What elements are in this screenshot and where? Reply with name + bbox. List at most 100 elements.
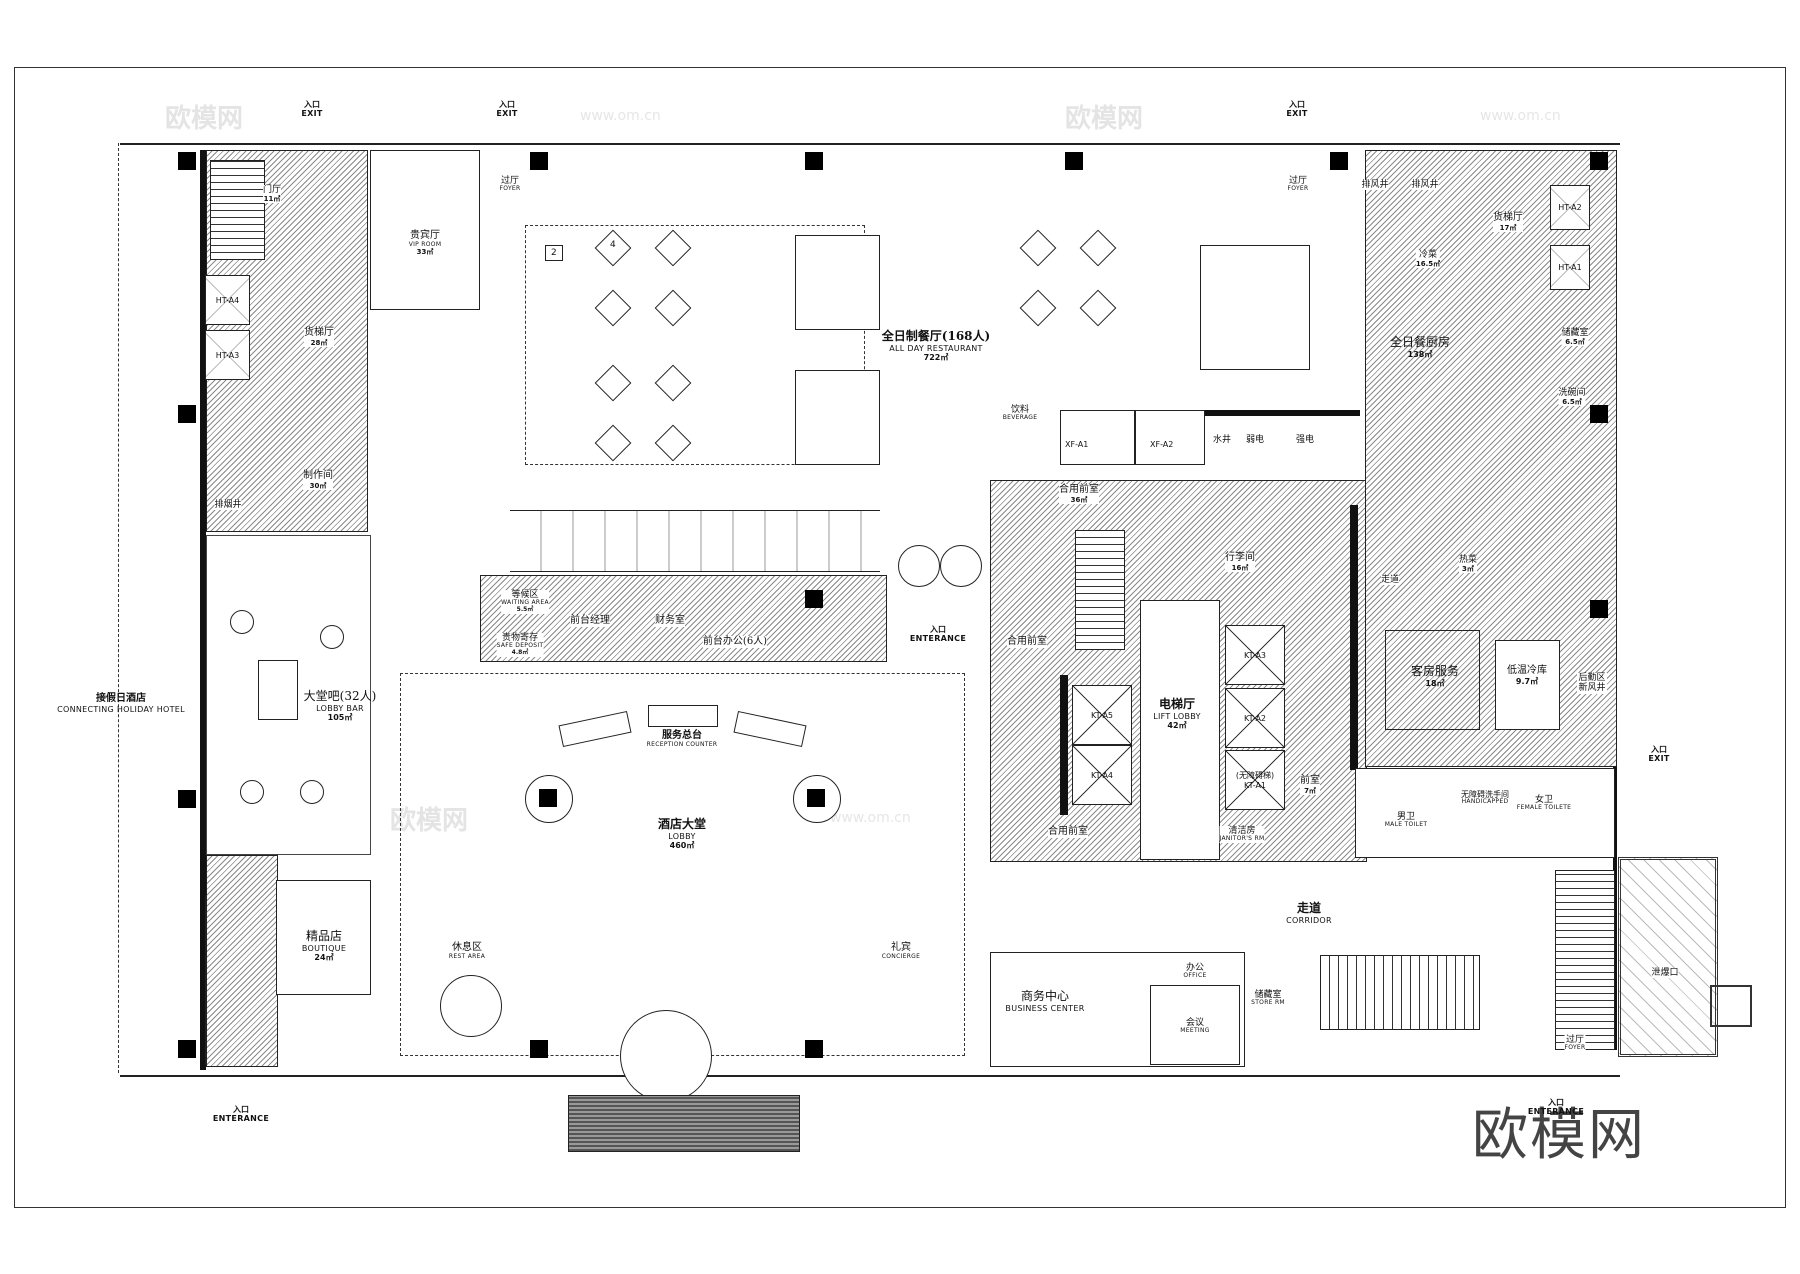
watermark-url: www.om.cn [830,810,911,826]
room-cn: 前台经理 [570,615,610,626]
room-area: 105㎡ [327,712,353,722]
room-area: 16㎡ [1231,563,1249,572]
room-cn: 休息区 [452,942,482,953]
room-cn: 合用前室 [1007,636,1047,647]
room-cn: 清洁房 [1228,826,1256,836]
room-cn: 低温冷库 [1507,665,1547,676]
column [1590,600,1608,618]
room-en: RECEPTION COUNTER [646,740,718,748]
room-cn: 走道 [1296,901,1321,915]
buffet-station [795,235,880,330]
corner-watermark-logo: 欧模网 [1472,1103,1646,1168]
room-label-logistics: 后勤区新风井 [1577,673,1607,694]
room-label-shared-front-3: 合用前室 [1048,826,1088,838]
table-seat-count: 2 [545,245,563,261]
column [805,152,823,170]
room-cn: 排风井 [1361,180,1389,190]
elevator-kt-a1: (无障碍梯)KT-A1 [1225,750,1285,810]
round-table [940,545,982,587]
exit-en: EXIT [496,109,518,119]
room-cn: 前室 [1300,775,1320,786]
room-cn: 贵物寄存 [501,633,538,643]
cold-kitchen-equipment [1200,245,1310,370]
room-cn: 前台办公(6人) [702,636,768,647]
left-lower-block [206,855,278,1067]
room-cn: 饮料 [1010,405,1030,415]
room-en: HANDICAPPED [1461,798,1509,806]
elevator-kt-a5: KT-A5 [1072,685,1132,745]
room-cn: 无障碍洗手间 [1461,790,1509,799]
room-cn: 办公 [1185,963,1204,973]
blast-vent-box [1710,985,1752,1027]
west-wall [200,150,206,1070]
rest-area-sofa [440,975,502,1037]
room-area: 7㎡ [1304,786,1316,795]
room-cn: 行李间 [1225,552,1255,563]
room-cn: 强电 [1295,435,1315,445]
room-area: 9.7㎡ [1515,676,1539,686]
exit-cn: 入口 [1289,100,1305,109]
building-outline [120,143,1620,1077]
room-cn: 全日餐厨房 [1389,335,1451,349]
bar-chair [320,625,344,649]
elevator-label: HT-A3 [215,350,240,360]
room-cn: 热菜 [1458,555,1478,565]
entrance-cn: 入口 [929,625,946,634]
room-en: FEMALE TOILETE [1516,804,1572,812]
room-cn: 商务中心 [1020,989,1069,1003]
room-cn: 弱电 [1245,435,1265,445]
elevator-label: HT-A1 [1558,263,1582,272]
room-cn: 贵宾厅 [410,230,440,241]
room-cn: 过厅 [1565,1035,1585,1045]
room-area: 30㎡ [309,481,327,490]
elevator-label: XF-A2 [1150,440,1174,449]
room-cn: 排烟井 [214,500,242,510]
room-label-water-shaft: 水井 [1212,435,1232,446]
room-area: 33㎡ [416,248,434,257]
column [1065,152,1083,170]
room-cn: 全日制餐厅(168人) [881,329,991,343]
room-en: SAFE DEPOSIT [496,642,544,650]
room-cn: 排风井 [1411,180,1439,190]
room-service-room [1385,630,1480,730]
room-en: FOYER [499,185,521,193]
room-area: 42㎡ [1167,720,1187,730]
elevator-label: KT-A1 [1243,781,1267,790]
room-en: OFFICE [1183,972,1207,980]
revolving-door [620,1010,712,1102]
elevator-kt-a4: KT-A4 [1072,745,1132,805]
exit-en: EXIT [301,109,323,119]
room-cn: 合用前室 [1048,826,1088,837]
exit-en: EXIT [1648,754,1670,764]
room-area: 18㎡ [1425,678,1445,688]
room-en: STORE RM [1251,999,1285,1007]
room-en: BUSINESS CENTER [1005,1003,1085,1013]
room-label-front-office: 前台办公(6人) [702,636,768,648]
elevator-ht-a4: HT-A4 [205,275,250,325]
round-table [898,545,940,587]
room-area: 5.5㎡ [516,606,534,614]
room-area: 3㎡ [1462,565,1474,574]
room-cn: 冷菜 [1418,250,1437,260]
